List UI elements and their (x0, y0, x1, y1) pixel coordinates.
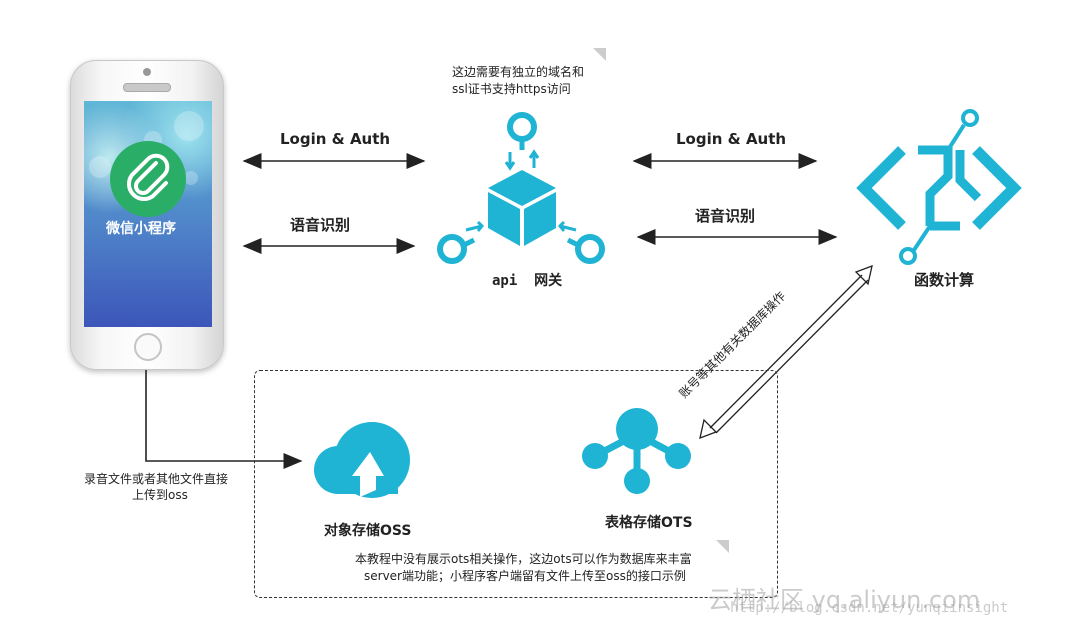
gateway-label: api 网关 (492, 273, 563, 289)
arrow-label-right-voice: 语音识别 (695, 207, 756, 225)
upload-note-line2: 上传到oss (132, 488, 188, 502)
phone-camera (143, 68, 151, 76)
api-gateway-icon (437, 112, 605, 264)
phone-mockup: 微信小程序 (70, 60, 224, 370)
phone-screen: 微信小程序 (84, 101, 212, 327)
watermark-brand: 云栖社区 yq.aliyun.com (708, 586, 981, 614)
oss-cloud-icon (314, 422, 410, 498)
phone-app-label: 微信小程序 (106, 221, 176, 237)
arrow-label-left-login: Login & Auth (280, 130, 391, 148)
ots-label: 表格存储OTS (605, 515, 693, 531)
storage-group-box (254, 370, 778, 598)
note-corner-mark (593, 48, 606, 61)
upload-note-line1: 录音文件或者其他文件直接 (84, 472, 229, 486)
arrow-phone-oss-upload (145, 370, 303, 469)
arrow-label-right-login: Login & Auth (676, 130, 787, 148)
gateway-note-line1: 这边需要有独立的域名和 (452, 65, 585, 79)
footer-note-line1: 本教程中没有展示ots相关操作，这边ots可以作为数据库来丰富 (355, 552, 692, 566)
oss-label: 对象存储OSS (324, 523, 412, 539)
arrow-label-left-voice: 语音识别 (290, 216, 351, 234)
gateway-note-line2: ssl证书支持https访问 (452, 82, 571, 96)
note-corner-mark (716, 540, 729, 553)
function-compute-icon (856, 109, 1022, 265)
home-button[interactable] (134, 333, 162, 361)
watermark-url: http://blog.csdn.net/yunqiinsight (730, 600, 1009, 616)
fc-label: 函数计算 (914, 271, 975, 289)
footer-note-line2: server端功能；小程序客户端留有文件上传至oss的接口示例 (364, 569, 686, 583)
phone-speaker (123, 83, 171, 92)
ots-network-icon (582, 408, 691, 494)
paperclip-icon (127, 153, 170, 201)
wechat-mini-program-icon[interactable] (110, 141, 186, 217)
arrow-fc-ots-diagonal (699, 264, 873, 440)
